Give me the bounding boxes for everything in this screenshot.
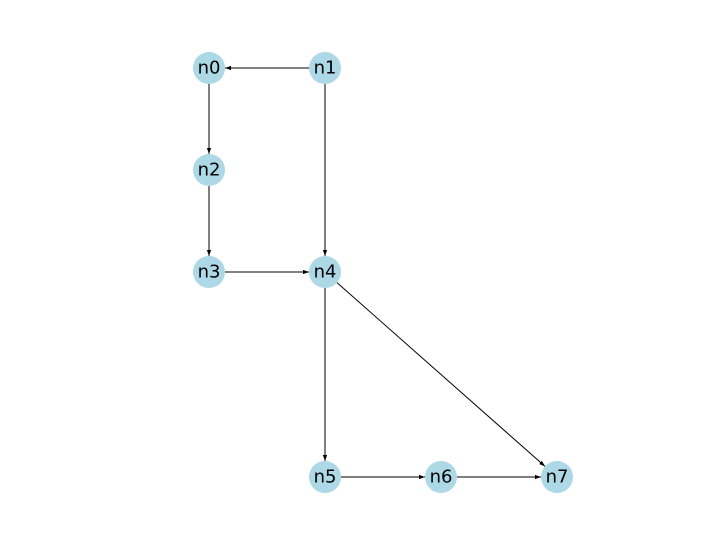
edges-layer [206, 65, 546, 480]
node-n4: n4 [309, 256, 341, 288]
node-n7: n7 [541, 461, 573, 493]
edge-n4-n7 [336, 282, 546, 467]
node-circle-n6 [425, 461, 457, 493]
node-label-n4: n4 [314, 262, 337, 283]
node-circle-n7 [541, 461, 573, 493]
node-n0: n0 [193, 52, 225, 84]
node-n6: n6 [425, 461, 457, 493]
node-circle-n0 [193, 52, 225, 84]
node-label-n6: n6 [430, 467, 453, 488]
node-label-n5: n5 [314, 467, 337, 488]
node-label-n7: n7 [546, 467, 569, 488]
node-label-n3: n3 [198, 262, 221, 283]
node-n5: n5 [309, 461, 341, 493]
node-label-n2: n2 [198, 160, 221, 181]
node-circle-n4 [309, 256, 341, 288]
node-label-n0: n0 [198, 58, 221, 79]
node-circle-n1 [309, 52, 341, 84]
node-circle-n2 [193, 154, 225, 186]
node-n2: n2 [193, 154, 225, 186]
nodes-layer: n0 n1 n2 n3 n4 n5 n6 n7 [193, 52, 573, 493]
node-n3: n3 [193, 256, 225, 288]
node-n1: n1 [309, 52, 341, 84]
node-circle-n3 [193, 256, 225, 288]
node-label-n1: n1 [314, 58, 337, 79]
node-circle-n5 [309, 461, 341, 493]
